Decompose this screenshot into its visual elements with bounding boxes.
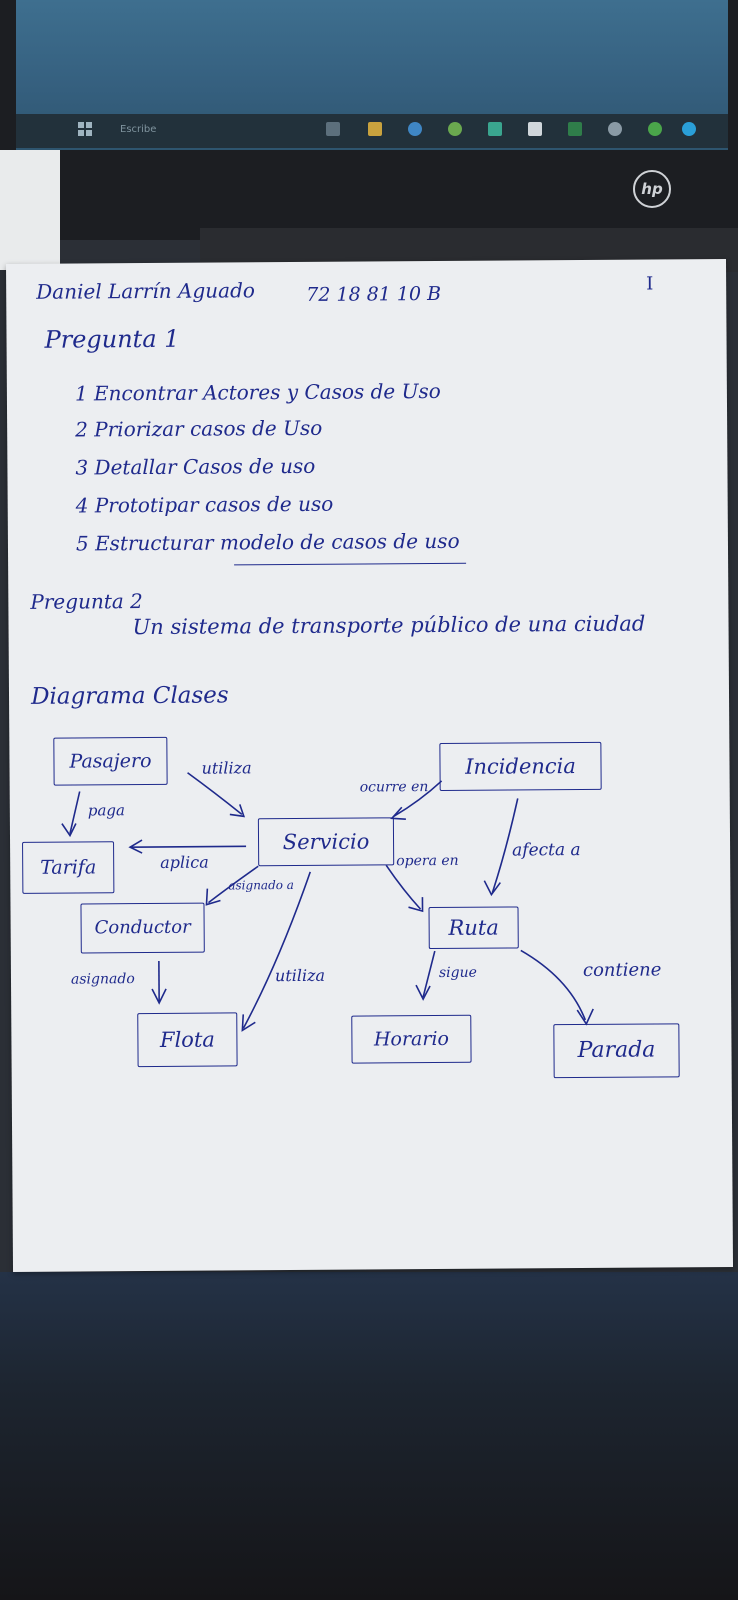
arrow-ocurre-en [393, 780, 443, 817]
class-conductor: Conductor [80, 902, 205, 954]
lap-background [0, 1272, 738, 1600]
windows-start-icon [78, 122, 92, 136]
label-sigue: sigue [438, 964, 477, 981]
label-paga: paga [87, 801, 125, 820]
label-asignado: asignado [70, 971, 135, 988]
explorer-icon [368, 122, 382, 136]
arrow-opera-en [385, 864, 422, 910]
arrow-utiliza-bottom [242, 871, 312, 1029]
arrow-paga [69, 791, 81, 834]
document-icon [528, 122, 542, 136]
app-icon [488, 122, 502, 136]
class-horario: Horario [351, 1014, 472, 1064]
excel-icon [568, 122, 582, 136]
label-utiliza-bottom: utiliza [274, 965, 326, 986]
taskbar: Escribe [16, 114, 728, 148]
class-tarifa: Tarifa [22, 841, 115, 894]
arrow-aplica [130, 845, 247, 848]
label-utiliza-top: utiliza [201, 758, 252, 778]
diagram-arrows [61, 772, 594, 1032]
arrow-sigue [422, 950, 436, 998]
class-incidencia: Incidencia [439, 741, 602, 791]
arrow-utiliza-top [187, 772, 243, 815]
app2-icon [608, 122, 622, 136]
browser-icon [408, 122, 422, 136]
chrome-icon [448, 122, 462, 136]
label-opera-en: opera en [396, 852, 459, 870]
class-parada: Parada [553, 1023, 680, 1079]
paper-sheet: Daniel Larrín Aguado 72 18 81 10 B I Pre… [6, 258, 734, 1272]
label-ocurre-en: ocurre en [359, 779, 429, 796]
app3-icon [648, 122, 662, 136]
arrow-afecta-a [491, 798, 519, 893]
monitor-bezel: Escribe hp [0, 0, 738, 240]
user-icon [682, 122, 696, 136]
taskbar-search-text: Escribe [120, 124, 157, 135]
label-asignado-a: asignado a [228, 878, 294, 893]
arrow-asignado-a [207, 865, 259, 904]
label-aplica: aplica [160, 852, 209, 872]
class-servicio: Servicio [257, 817, 395, 867]
class-pasajero: Pasajero [53, 736, 168, 786]
hp-logo: hp [633, 170, 671, 208]
arrow-contiene [520, 949, 587, 1021]
class-flota: Flota [137, 1012, 238, 1068]
task-view-icon [326, 122, 340, 136]
label-afecta-a: afecta a [512, 840, 581, 861]
desk-surface [0, 150, 60, 270]
label-contiene: contiene [582, 959, 662, 981]
class-ruta: Ruta [428, 906, 519, 950]
